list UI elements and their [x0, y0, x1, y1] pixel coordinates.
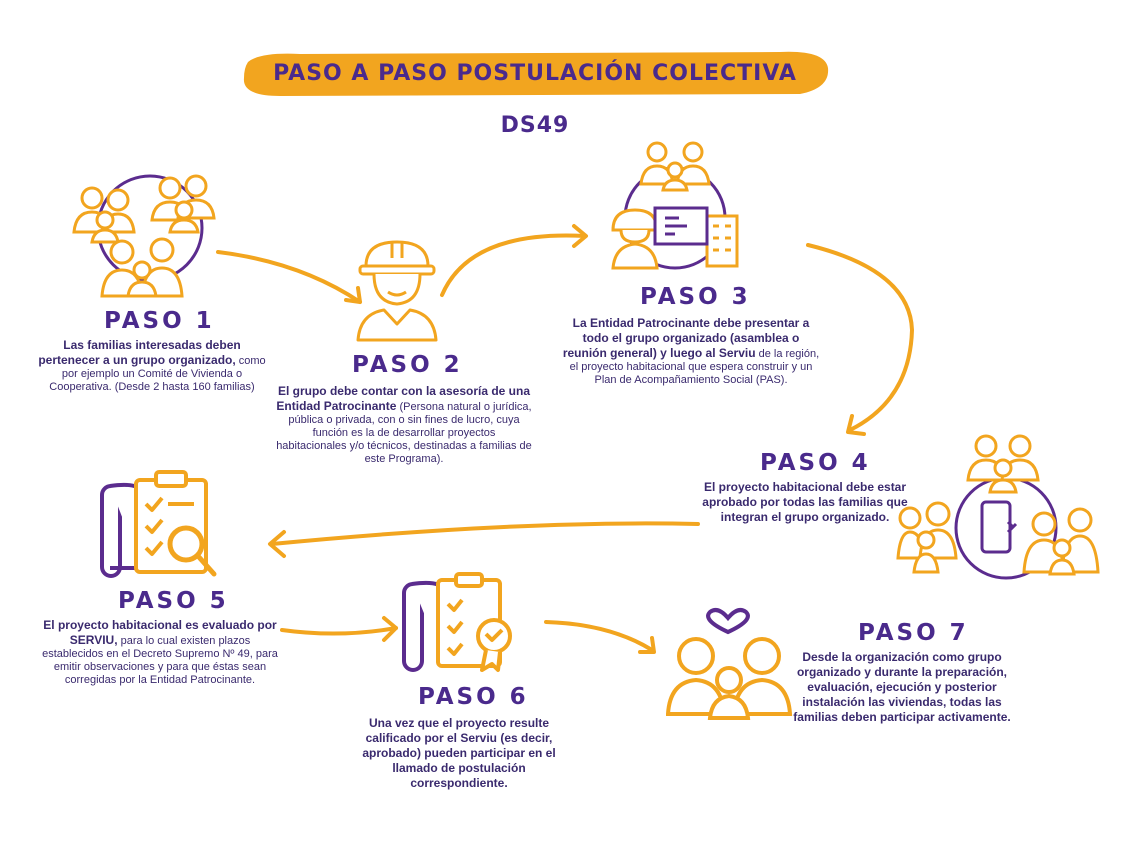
step-5-text: El proyecto habitacional es evaluado por… — [40, 618, 280, 687]
arrow-2-3 — [440, 224, 588, 297]
step-3-bold: La Entidad Patrocinante debe presentar a… — [562, 316, 810, 360]
step-7-bold: Desde la organización como grupo organiz… — [793, 650, 1011, 724]
step-1-text: Las familias interesadas deben pertenece… — [36, 338, 268, 394]
step-3-text: La Entidad Patrocinante debe presentar a… — [560, 316, 822, 387]
step-4-bold: El proyecto habitacional debe estar apro… — [702, 480, 908, 524]
step-6-title: PASO 6 — [418, 684, 529, 710]
step-5-bold: El proyecto habitacional es evaluado por… — [43, 618, 277, 647]
step-2-bold: El grupo debe contar con la asesoría de … — [276, 384, 531, 413]
families-group-icon — [72, 174, 216, 298]
arrow-5-6 — [280, 616, 398, 642]
step-1-bold: Las familias interesadas deben pertenece… — [38, 338, 241, 367]
arrow-1-2 — [216, 250, 362, 304]
banner-brush — [243, 51, 829, 96]
step-2-text: El grupo debe contar con la asesoría de … — [276, 384, 532, 466]
step-5-regular: para lo cual existen plazos establecidos… — [42, 635, 278, 686]
title-banner: PASO A PASO POSTULACIÓN COLECTIVA DS49 — [240, 48, 830, 138]
arrow-6-7 — [544, 620, 656, 654]
arrow-3-4 — [806, 243, 914, 436]
step-5-title: PASO 5 — [118, 588, 229, 614]
approval-families-icon — [896, 434, 1100, 580]
step-4-text: El proyecto habitacional debe estar apro… — [700, 480, 910, 525]
checklist-search-icon — [100, 470, 217, 578]
step-2-regular: (Persona natural o jurídica, pública o p… — [276, 401, 532, 465]
step-7-text: Desde la organización como grupo organiz… — [790, 650, 1014, 725]
presentation-icon — [611, 141, 739, 270]
step-6-bold: Una vez que el proyecto resulte califica… — [362, 716, 556, 790]
checklist-award-icon — [402, 572, 512, 672]
step-7-title: PASO 7 — [858, 620, 969, 646]
engineer-icon — [356, 240, 438, 342]
step-3-title: PASO 3 — [640, 284, 751, 310]
family-heart-icon — [666, 608, 793, 720]
step-1-title: PASO 1 — [104, 308, 215, 334]
page-title: PASO A PASO POSTULACIÓN COLECTIVA DS49 — [273, 61, 797, 138]
step-4-title: PASO 4 — [760, 450, 871, 476]
step-2-title: PASO 2 — [352, 352, 463, 378]
step-6-text: Una vez que el proyecto resulte califica… — [354, 716, 564, 791]
step-3-regular: de la región, el proyecto habitacional q… — [569, 348, 820, 386]
step-1-regular: como por ejemplo un Comité de Vivienda o… — [49, 355, 266, 393]
arrow-4-5 — [268, 521, 700, 558]
